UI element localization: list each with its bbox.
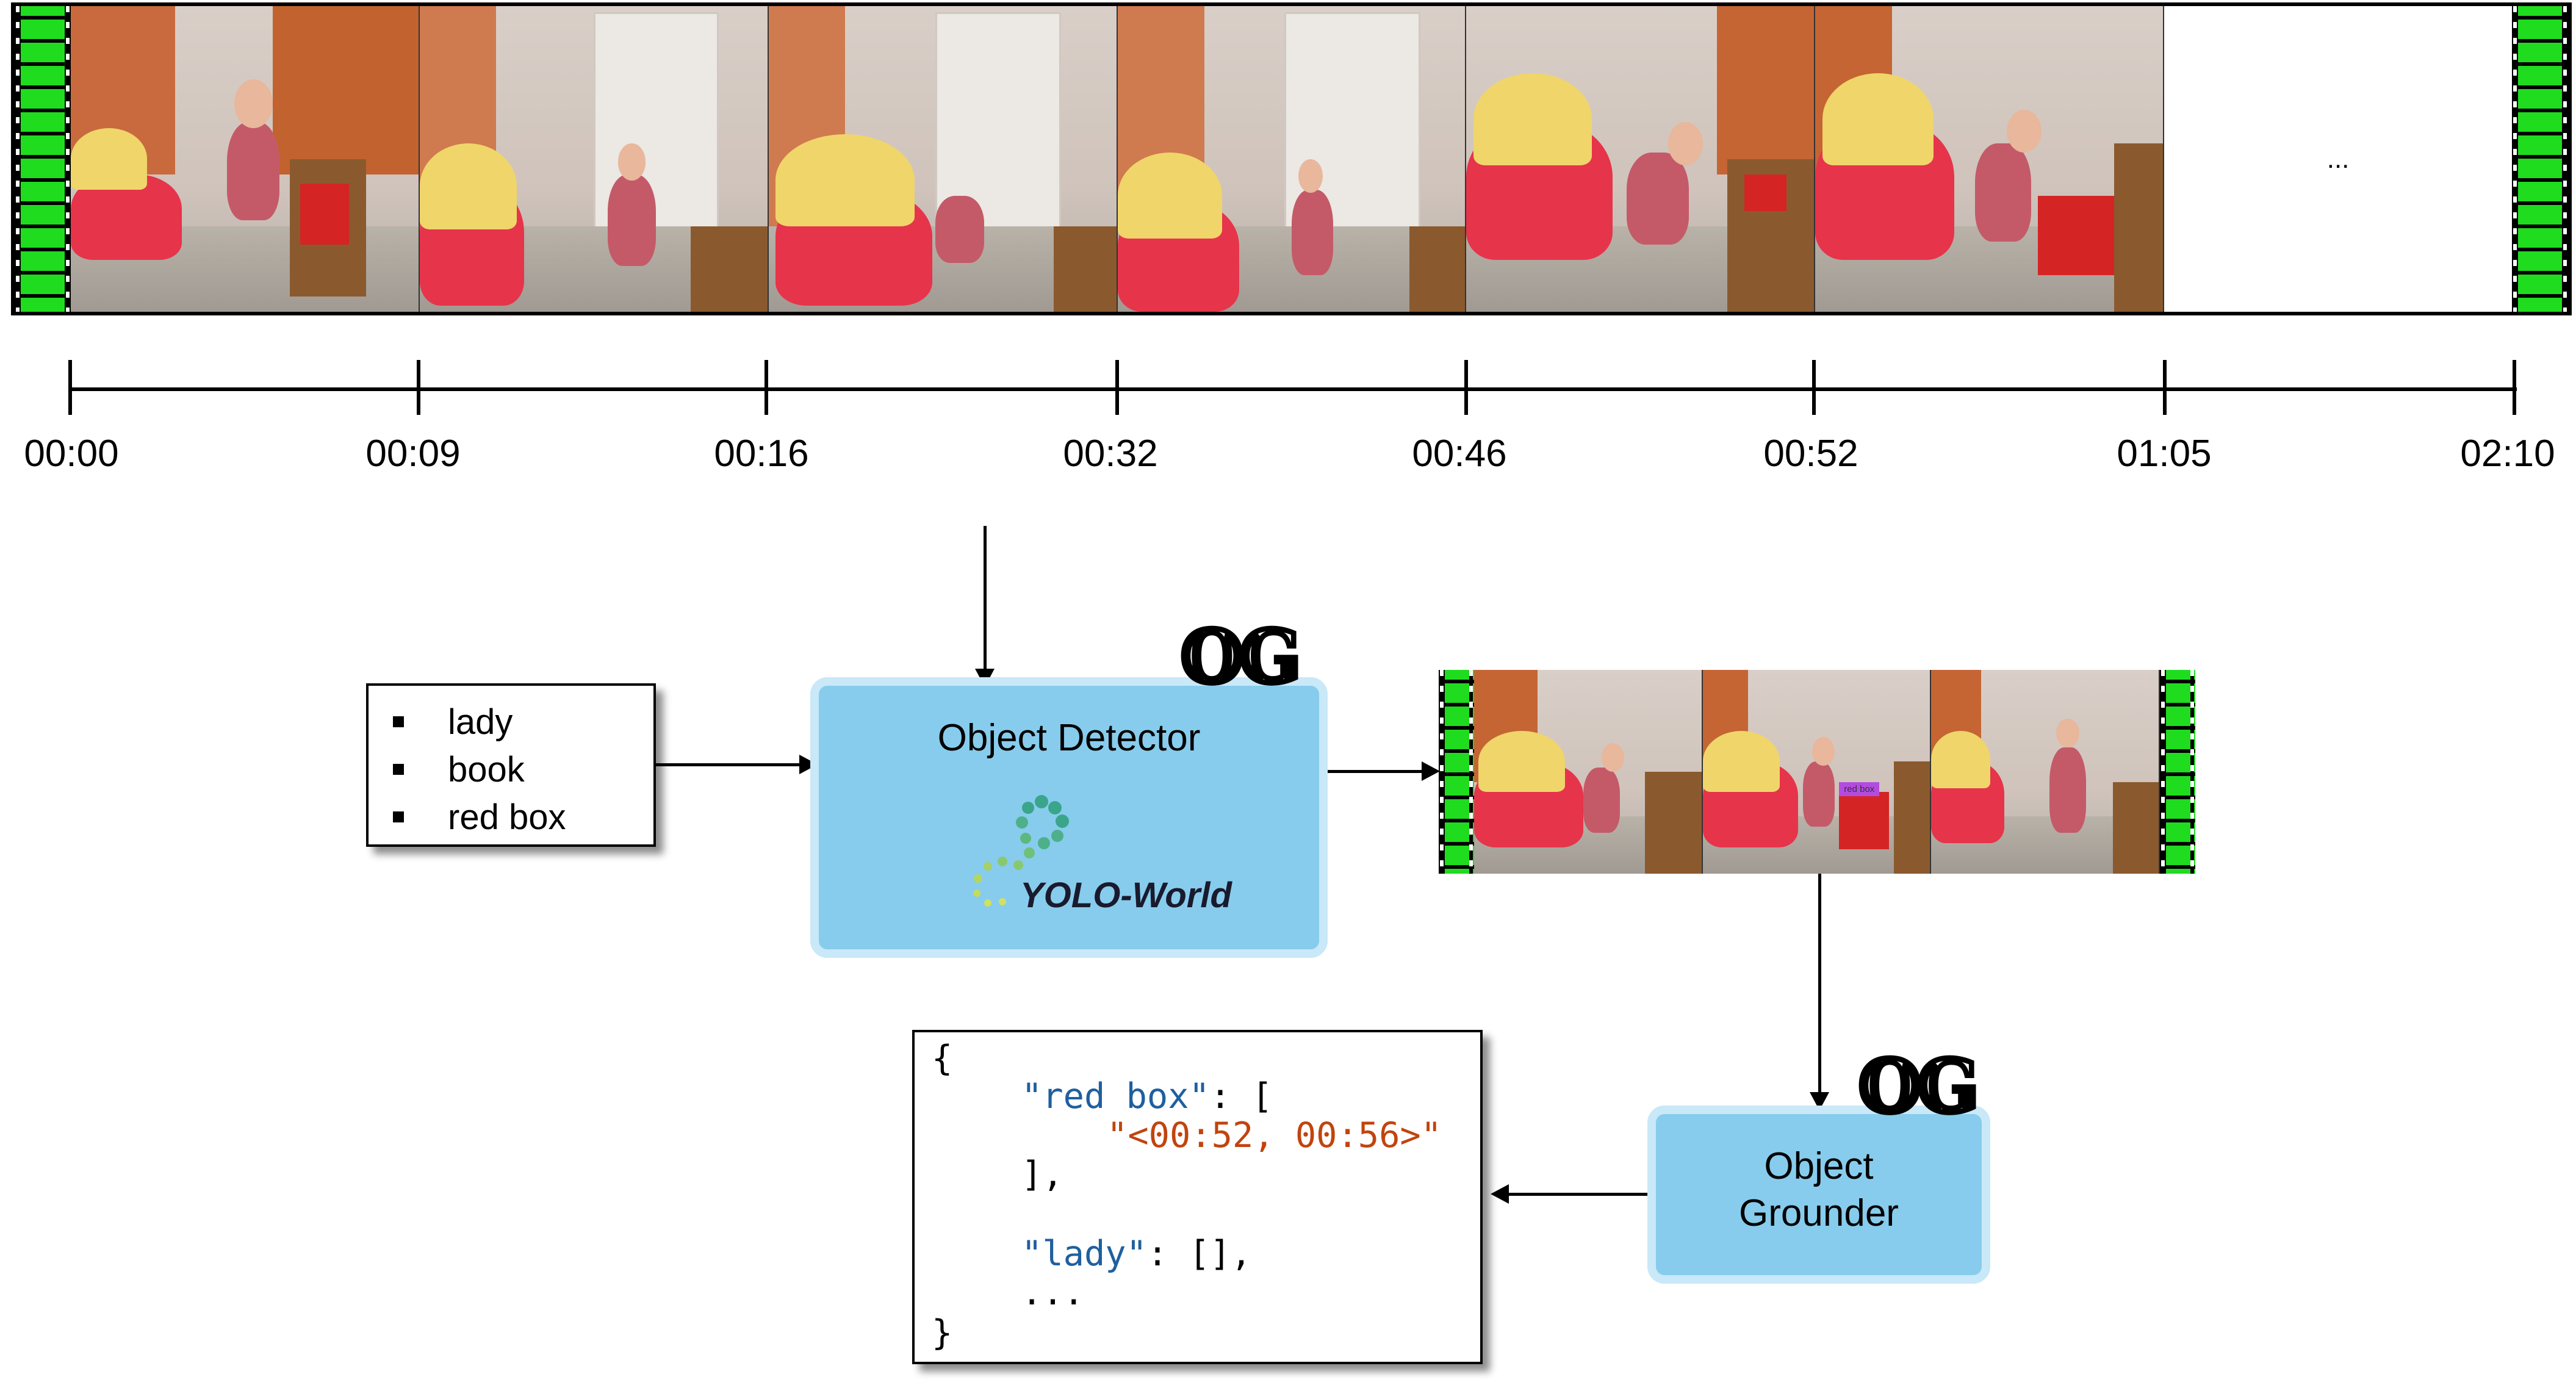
json-key: "lady" — [1021, 1234, 1147, 1274]
object-grounder-box: Object Grounder — [1647, 1106, 1990, 1284]
timeline-label: 00:09 — [365, 433, 461, 475]
object-detector-box: Object Detector YOLO-World — [810, 677, 1328, 958]
json-line-red-box: "red box": [ — [1021, 1076, 1273, 1117]
video-frame-6 — [1815, 6, 2165, 312]
json-open-brace: { — [932, 1038, 953, 1079]
query-item: red box — [393, 793, 653, 841]
arrow-frames-to-grounder — [1818, 874, 1821, 1095]
film-sprocket-left — [15, 6, 71, 312]
timeline-label: 00:52 — [1763, 433, 1858, 475]
film-sprocket-right — [2160, 670, 2195, 874]
detected-frame-2: red box — [1702, 670, 1932, 874]
timeline-label: 00:32 — [1063, 433, 1158, 475]
arrow-video-to-detector — [984, 526, 987, 671]
bullet-icon — [393, 716, 404, 727]
query-label: red box — [448, 797, 566, 837]
timeline-label: 00:16 — [714, 433, 809, 475]
timeline-tick — [1115, 360, 1119, 415]
object-detector-title: Object Detector — [937, 717, 1201, 759]
yolo-world-logo-icon — [973, 795, 1069, 907]
query-list-box: lady book red box — [366, 683, 656, 847]
json-more: ... — [1021, 1273, 1084, 1313]
timeline-tick — [68, 360, 72, 415]
ellipsis-text: ... — [2326, 143, 2350, 174]
bullet-icon — [393, 811, 404, 822]
timeline-tick — [2163, 360, 2167, 415]
film-sprocket-left — [1439, 670, 1474, 874]
timeline-label: 02:10 — [2460, 433, 2555, 475]
detected-frame-3 — [1931, 670, 2160, 874]
detected-frame-1 — [1474, 670, 1703, 874]
timeline-tick — [417, 360, 420, 415]
timeline-tick — [2513, 360, 2516, 415]
output-json-box: { "red box": [ "<00:52, 00:56>" ], "lady… — [912, 1030, 1483, 1364]
query-item: lady — [393, 698, 653, 746]
og-badge-grounder: 𝕆𝔾 — [1857, 1044, 1981, 1129]
json-string: "<00:52, 00:56>" — [1107, 1115, 1442, 1156]
arrow-detector-to-frames — [1327, 770, 1425, 773]
detected-frames-strip: red box — [1439, 670, 2195, 874]
json-key: "red box" — [1021, 1076, 1210, 1117]
arrow-head-left — [1491, 1184, 1509, 1204]
og-badge-detector: 𝕆𝔾 — [1179, 614, 1303, 699]
query-item: book — [393, 746, 653, 793]
timeline-tick — [1464, 360, 1468, 415]
timeline-tick — [1812, 360, 1816, 415]
json-value: "<00:52, 00:56>" — [1107, 1115, 1442, 1156]
json-close-array: ], — [1021, 1154, 1063, 1195]
yolo-world-logo-text: YOLO-World — [1020, 876, 1232, 915]
arrow-head-right — [1422, 761, 1440, 781]
bullet-icon — [393, 764, 404, 775]
timeline-tick — [765, 360, 768, 415]
arrow-grounder-to-output — [1507, 1193, 1649, 1196]
video-frame-2 — [419, 6, 769, 312]
json-line-lady: "lady": [], — [1021, 1234, 1252, 1274]
video-frame-1 — [71, 6, 420, 312]
video-frames: ... — [71, 6, 2513, 312]
timeline-label: 01:05 — [2117, 433, 2212, 475]
query-label: book — [448, 749, 525, 789]
video-frame-4 — [1117, 6, 1467, 312]
detection-label: red box — [1839, 782, 1880, 796]
arrow-queries-to-detector — [656, 763, 802, 766]
object-grounder-title-line2: Grounder — [1739, 1192, 1899, 1234]
video-film-strip: ... — [11, 2, 2572, 315]
detected-frames: red box — [1474, 670, 2160, 874]
json-close-brace: } — [932, 1313, 953, 1353]
timeline-label: 00:46 — [1412, 433, 1507, 475]
json-separator: : [ — [1209, 1076, 1273, 1117]
query-label: lady — [448, 702, 513, 742]
json-separator: : [], — [1146, 1234, 1252, 1274]
film-sprocket-right — [2512, 6, 2568, 312]
object-grounder-title-line1: Object — [1764, 1145, 1874, 1187]
video-frame-3 — [768, 6, 1118, 312]
timeline-axis — [70, 387, 2517, 391]
timeline-label: 00:00 — [24, 433, 119, 475]
video-frame-5 — [1466, 6, 1816, 312]
video-frame-ellipsis: ... — [2164, 6, 2513, 312]
